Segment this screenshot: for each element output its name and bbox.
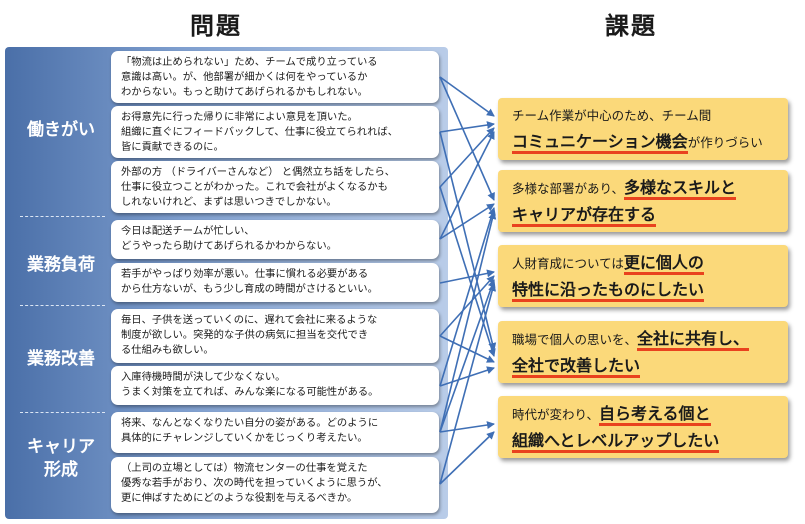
issue-highlight: 自ら考える個と 組織へとレベルアップしたい [512,404,720,453]
issue-box: チーム作業が中心のため、チーム間コミュニケーション機会が作りづらい [498,98,788,160]
issue-box: 職場で個人の思いを、全社に共有し、 全社で改善したい [498,321,788,383]
problem-card: 今日は配送チームが忙しい、 どうやったら助けてあげられるかわからない。 [111,220,439,259]
problem-card: 若手がやっぱり効率が悪い。仕事に慣れる必要がある から仕方ないが、もう少し育成の… [111,263,439,302]
connector-arrow [439,207,496,387]
problem-card: 「物流は止められない」ため、チームで成り立っている 意識は高い。が、他部署が細か… [111,51,439,103]
category-label: 働きがい [27,120,95,140]
category-divider [20,412,105,413]
issue-highlight: 全社に共有し、 全社で改善したい [512,329,750,378]
connector-arrow [439,76,495,117]
connector-arrow [439,127,495,188]
connector-arrow [439,279,496,433]
category-label: 業務改善 [27,349,95,369]
problem-card: 将来、なんとなくなりたい自分の姿がある。どのように 具体的にチャレンジしていくか… [111,412,439,453]
issue-highlight: 更に個人の 特性に沿ったものにしたい [512,253,705,302]
issue-text: 人財育成については [512,256,624,271]
problem-card: （上司の立場としては）物流センターの仕事を覚えた 優秀な若手がおり、次の時代を担… [111,457,439,513]
connector-arrow [439,421,495,433]
issue-box: 人財育成については更に個人の 特性に沿ったものにしたい [498,245,788,307]
connector-arrow [439,76,495,201]
problem-card: 入庫待機時間が決して少なくない。 うまく対策を立てれば、みんな楽になる可能性があ… [111,366,439,405]
connector-arrow [439,431,495,485]
issue-text: チーム作業が中心のため、チーム間 [512,108,712,123]
problem-card: お得意先に行った帰りに非常によい意見を頂いた。 組織に直ぐにフィードバックして、… [111,106,439,158]
connector-arrow [439,186,496,357]
problem-card: 毎日、子供を送っていくのに、遅れて会社に来るような 制度が欲しい。突発的な子供の… [111,309,439,363]
category-divider [20,216,105,217]
connector-arrow [439,366,495,387]
issue-text: 時代が変わり、 [512,407,600,422]
issue-text: 多様な部署があり、 [512,181,625,196]
issue-highlight: コミュニケーション機会 [512,132,688,154]
connector-arrow [439,203,495,240]
category-divider [20,305,105,306]
problems-header: 問題 [190,12,242,40]
issue-box: 多様な部署があり、多様なスキルと キャリアが存在する [498,170,788,232]
connector-arrow [439,131,495,240]
issues-header: 課題 [605,12,657,40]
connector-arrow [439,335,495,363]
category-label: 業務負荷 [27,255,95,275]
connector-arrow [439,269,495,284]
issue-highlight: 多様なスキルと キャリアが存在する [512,178,737,227]
connector-arrow [439,121,495,133]
problem-card: 外部の方 （ドライバーさんなど） と偶然立ち話をしたら、 仕事に役立つことがわか… [111,161,439,213]
connector-arrow [439,131,497,351]
connector-arrow [439,283,497,485]
issue-text: 職場で個人の思いを、 [512,332,638,347]
issue-text: が作りづらい [687,135,763,150]
connector-arrow [439,211,497,433]
issue-box: 時代が変わり、自ら考える個と 組織へとレベルアップしたい [498,396,788,458]
connector-arrow [439,275,495,337]
category-label: キャリア 形成 [27,437,95,480]
